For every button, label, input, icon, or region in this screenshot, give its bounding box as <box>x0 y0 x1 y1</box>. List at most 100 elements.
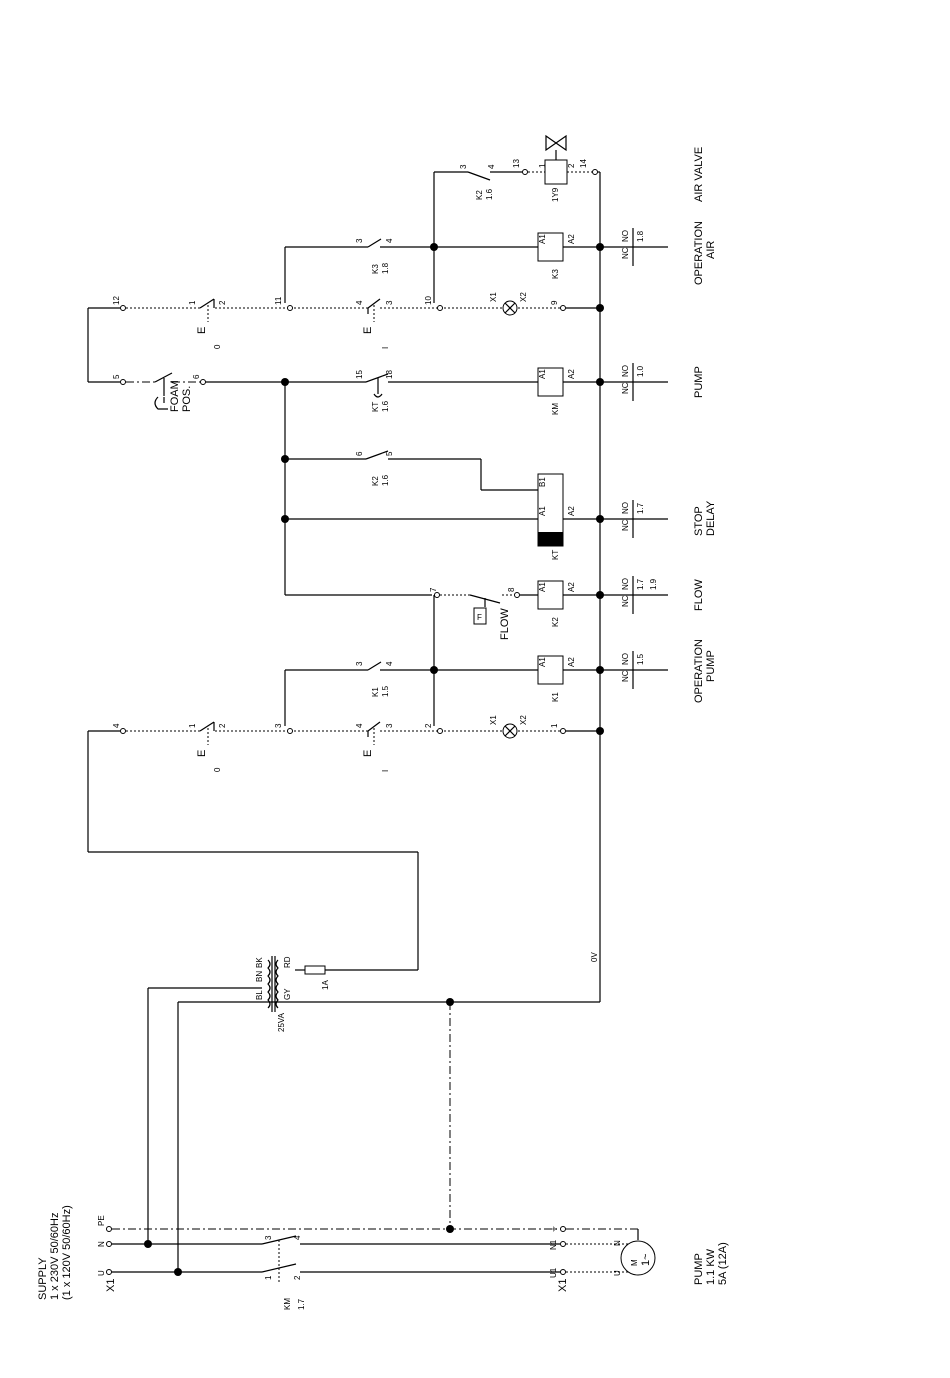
delay-nc: NC <box>621 519 630 531</box>
k2-delay-contact-name: K2 <box>371 476 380 486</box>
transformer-bl: BL <box>255 990 264 1000</box>
foam-terminal-5: 5 <box>112 374 121 379</box>
pump-row-terminal-3: 3 <box>274 723 283 728</box>
air-switch0-pos: 0 <box>213 344 222 349</box>
lamp-air <box>502 300 518 316</box>
delay-no: NO <box>621 502 630 514</box>
valve-coil-1: 1 <box>538 163 547 168</box>
pump-row-terminal-4: 4 <box>112 723 121 728</box>
k1-coil-name: K1 <box>551 692 560 702</box>
air-lamp-x2: X2 <box>519 292 528 302</box>
kt-coil-a2: A2 <box>567 506 576 516</box>
supply-terminal-block: X1 <box>105 1279 117 1292</box>
k2-delay-contact-ref: 1.6 <box>381 474 390 486</box>
air-title-1: OPERATION <box>693 221 705 285</box>
air-switch0-1: 1 <box>188 300 197 305</box>
pilot-lamps <box>502 300 518 739</box>
km-c1: 1 <box>264 1275 273 1280</box>
lamp-pump <box>502 723 518 739</box>
transformer-gy: GY <box>283 988 292 1000</box>
air-nc: NC <box>621 247 630 259</box>
valve-title: AIR VALVE <box>693 147 705 202</box>
fuse-icon <box>304 965 326 975</box>
air-switchI-4: 4 <box>355 300 364 305</box>
fuse-rating: 1A <box>321 980 330 990</box>
motor-icon <box>620 1240 656 1276</box>
k2-valve-contact-name: K2 <box>475 190 484 200</box>
pump-title-1: OPERATION <box>693 639 705 703</box>
k3-coil-a2: A2 <box>567 234 576 244</box>
coil-km <box>537 367 564 397</box>
air-no: NO <box>621 230 630 242</box>
delay-ref: 1.7 <box>636 502 645 514</box>
pump-row-terminal-1: 1 <box>550 723 559 728</box>
flow-ref-2: 1.9 <box>649 578 658 590</box>
supply-terminal-pe: PE <box>97 1215 106 1226</box>
junction-dots <box>144 243 604 1276</box>
motor-phase: 1~ <box>640 1253 652 1266</box>
pump-no: NO <box>621 653 630 665</box>
motor-name: PUMP <box>693 1253 705 1285</box>
air-switchI-pos: I <box>381 347 390 349</box>
pump-row-switch0-pos: 0 <box>213 767 222 772</box>
supply-voltage: 1 x 230V 50/60Hz <box>49 1213 61 1300</box>
coil-k3 <box>537 232 564 262</box>
supply-terminal-u: U <box>97 1270 106 1276</box>
k2-delay-contact-6: 6 <box>355 451 364 456</box>
motor-symbol: M <box>630 1259 639 1266</box>
k3-contact-ref: 1.8 <box>381 262 390 274</box>
km-no: NO <box>621 365 630 377</box>
km-c2: 2 <box>293 1275 302 1280</box>
air-switch0-2: 2 <box>218 300 227 305</box>
km-coil-a1: A1 <box>538 369 547 379</box>
valve-terminal-13: 13 <box>512 159 521 168</box>
air-terminal-10: 10 <box>424 296 433 305</box>
flow-sensor-box <box>473 607 487 625</box>
km-nc: NC <box>621 382 630 394</box>
k2-valve-contact-3: 3 <box>459 164 468 169</box>
coil-1y9 <box>544 159 568 185</box>
k2-coil-a2: A2 <box>567 582 576 592</box>
motor-terminal-n1: N1 <box>549 1239 558 1250</box>
air-title-2: AIR <box>705 241 717 259</box>
transformer-bk: BK <box>255 957 264 968</box>
pump-ref: 1.5 <box>636 653 645 665</box>
km-coil-name: KM <box>551 403 560 415</box>
k2-coil-name: K2 <box>551 617 560 627</box>
coils <box>537 159 568 685</box>
delay-title-2: DELAY <box>705 500 717 536</box>
pump-row-switch0-1: 1 <box>188 723 197 728</box>
k1-contact-ref: 1.5 <box>381 685 390 697</box>
transformer-rd: RD <box>283 956 292 968</box>
flow-nc: NC <box>621 595 630 607</box>
pump-lamp-x1: X1 <box>489 715 498 725</box>
supply-voltage-alt: (1 x 120V 50/60Hz) <box>61 1205 73 1300</box>
transformer-rating: 25VA <box>277 1012 286 1032</box>
motor-n: N <box>613 1240 622 1246</box>
kt-contact-ref: 1.6 <box>381 400 390 412</box>
coil-kt-delay-mark <box>538 532 563 546</box>
pump-lamp-x2: X2 <box>519 715 528 725</box>
coil-k1 <box>537 655 564 685</box>
km-contact-ref: 1.7 <box>297 1298 306 1310</box>
kt-contact-15: 15 <box>355 370 364 379</box>
k1-coil-a2: A2 <box>567 657 576 667</box>
air-terminal-12: 12 <box>112 296 121 305</box>
flow-sensor-letter: F <box>477 613 482 622</box>
motor-current: 5A (12A) <box>717 1242 729 1285</box>
pump-row-switchI-3: 3 <box>385 723 394 728</box>
k3-contact-name: K3 <box>371 264 380 274</box>
wiring <box>87 150 668 1273</box>
transformer-bn: BN <box>255 971 264 982</box>
k2-valve-contact-4: 4 <box>487 164 496 169</box>
valve-coil-2: 2 <box>567 163 576 168</box>
flow-terminal-7: 7 <box>429 587 438 592</box>
supply-title: SUPPLY <box>37 1257 49 1300</box>
pump-row-switchI-4: 4 <box>355 723 364 728</box>
flow-no: NO <box>621 578 630 590</box>
pump-row-switch0-2: 2 <box>218 723 227 728</box>
kt-coil-name: KT <box>551 550 560 560</box>
km-contact-name: KM <box>283 1298 292 1310</box>
labels: SUPPLY 1 x 230V 50/60Hz (1 x 120V 50/60H… <box>37 147 729 1310</box>
k1-contact-name: K1 <box>371 687 380 697</box>
